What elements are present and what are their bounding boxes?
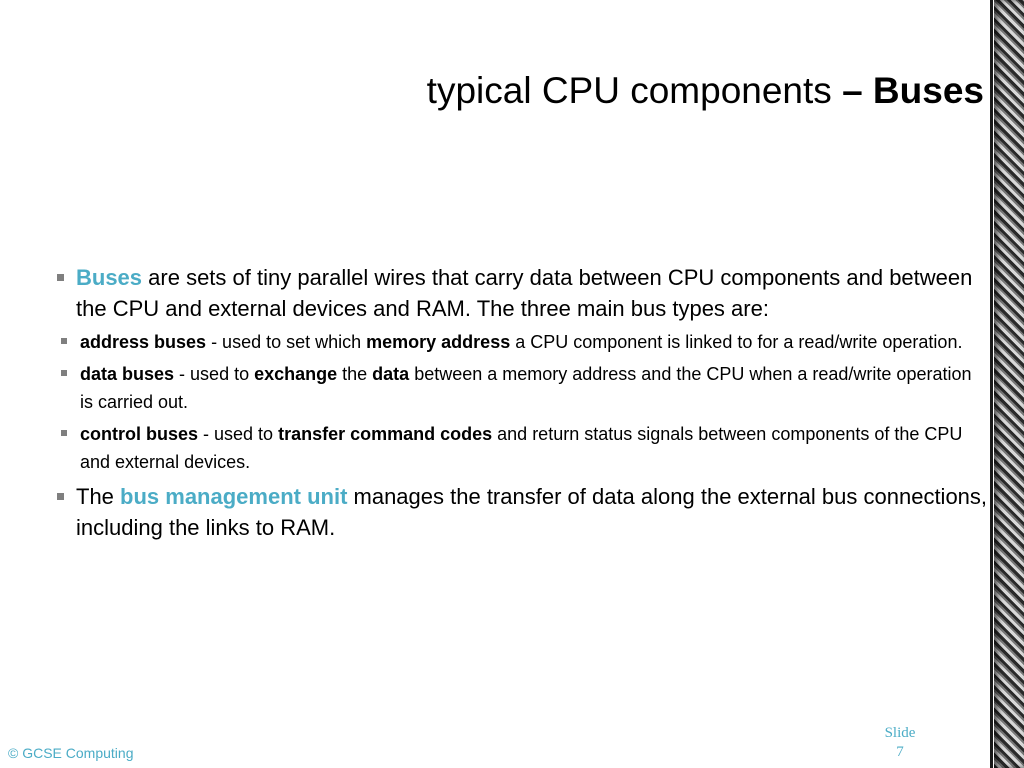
sub-bullet-control-buses: control buses - used to transfer command… [56,420,988,476]
slide-number: Slide 7 [878,724,922,762]
footer-copyright: © GCSE Computing [8,745,134,761]
slide-content: Buses are sets of tiny parallel wires th… [56,262,988,547]
decorative-side-strip [994,0,1024,768]
data-buses-text-2: the [337,364,373,384]
address-buses-bold: memory address [366,332,511,352]
bullet-bus-management-unit: The bus management unit manages the tran… [56,481,988,543]
slide-number-value: 7 [896,744,904,760]
sub-bullet-data-buses: data buses - used to exchange the data b… [56,360,988,416]
bmu-text-pre: The [76,484,121,509]
sub-bullet-address-buses: address buses - used to set which memory… [56,328,988,356]
slide-title-bold: – Buses [842,69,984,111]
address-buses-text-2: a CPU component is linked to for a read/… [510,332,963,352]
data-buses-term: data buses [80,364,175,384]
control-buses-text-1: - used to [198,424,279,444]
address-buses-term: address buses [80,332,207,352]
address-buses-text-1: - used to set which [206,332,367,352]
buses-term: Buses [76,265,143,290]
slide-title: typical CPU components – Buses [427,69,984,113]
data-buses-bold-2: data [372,364,410,384]
bmu-term: bus management unit [120,484,348,509]
bullet-buses: Buses are sets of tiny parallel wires th… [56,262,988,324]
control-buses-term: control buses [80,424,199,444]
data-buses-bold-1: exchange [254,364,338,384]
slide-number-label: Slide [884,725,916,741]
bus-types-list: address buses - used to set which memory… [56,328,988,476]
data-buses-text-3: between a memory address and the CPU whe… [80,364,972,412]
buses-description: are sets of tiny parallel wires that car… [76,265,973,321]
bmu-description: manages the transfer of data along the e… [76,484,988,540]
data-buses-text-1: - used to [174,364,255,384]
decorative-border-line [990,0,993,768]
slide-title-regular: typical CPU components [426,69,843,111]
control-buses-text-2: and return status signals between compon… [80,424,963,472]
control-buses-bold: transfer command codes [278,424,493,444]
